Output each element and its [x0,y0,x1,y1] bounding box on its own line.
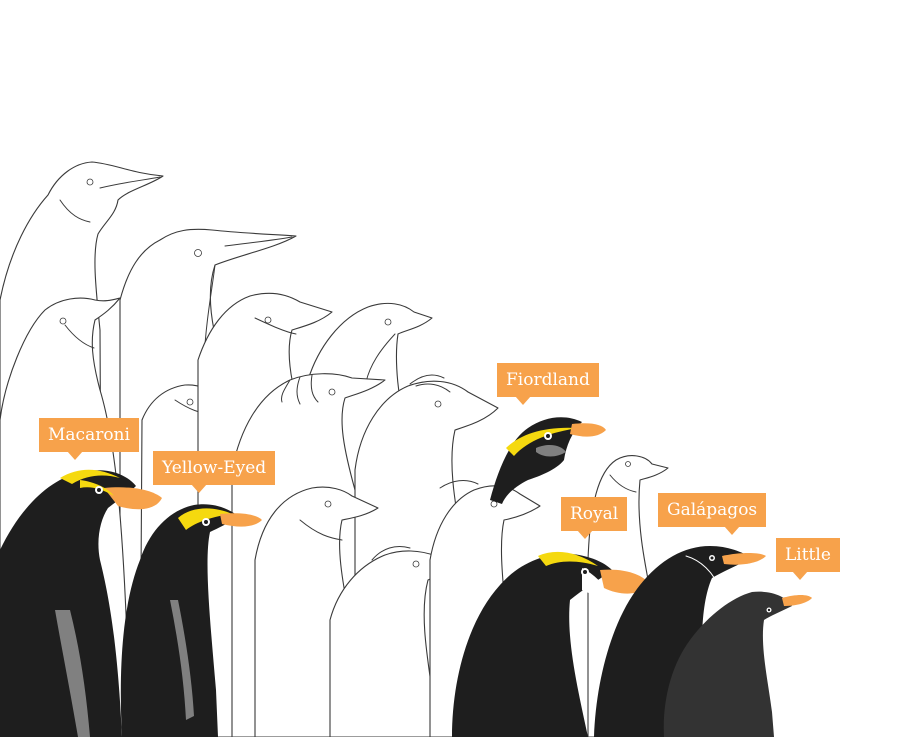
label-fiordland: Fiordland [497,363,599,405]
label-little-pointer [792,571,808,580]
label-galapagos-text: Galápagos [658,493,767,527]
label-galapagos-pointer [724,526,740,535]
label-royal-text: Royal [561,497,628,531]
label-fiordland-text: Fiordland [497,363,599,397]
label-royal-pointer [577,530,593,539]
label-yellow-eyed: Yellow-Eyed [153,451,276,493]
label-macaroni: Macaroni [39,418,139,460]
label-little-text: Little [776,538,840,572]
label-yellow-eyed-pointer [191,484,207,493]
penguin-little [663,591,812,737]
label-macaroni-text: Macaroni [39,418,139,452]
label-little: Little [776,538,840,580]
penguin-fiordland [490,417,606,504]
label-galapagos: Galápagos [658,493,767,535]
label-royal: Royal [561,497,628,539]
label-fiordland-pointer [515,396,531,405]
label-macaroni-pointer [67,451,83,460]
penguin-macaroni [0,469,162,737]
penguin-yellow-eyed [120,504,262,737]
label-yellow-eyed-text: Yellow-Eyed [153,451,276,485]
penguin-galapagos [594,546,766,737]
penguin-royal [452,551,650,737]
